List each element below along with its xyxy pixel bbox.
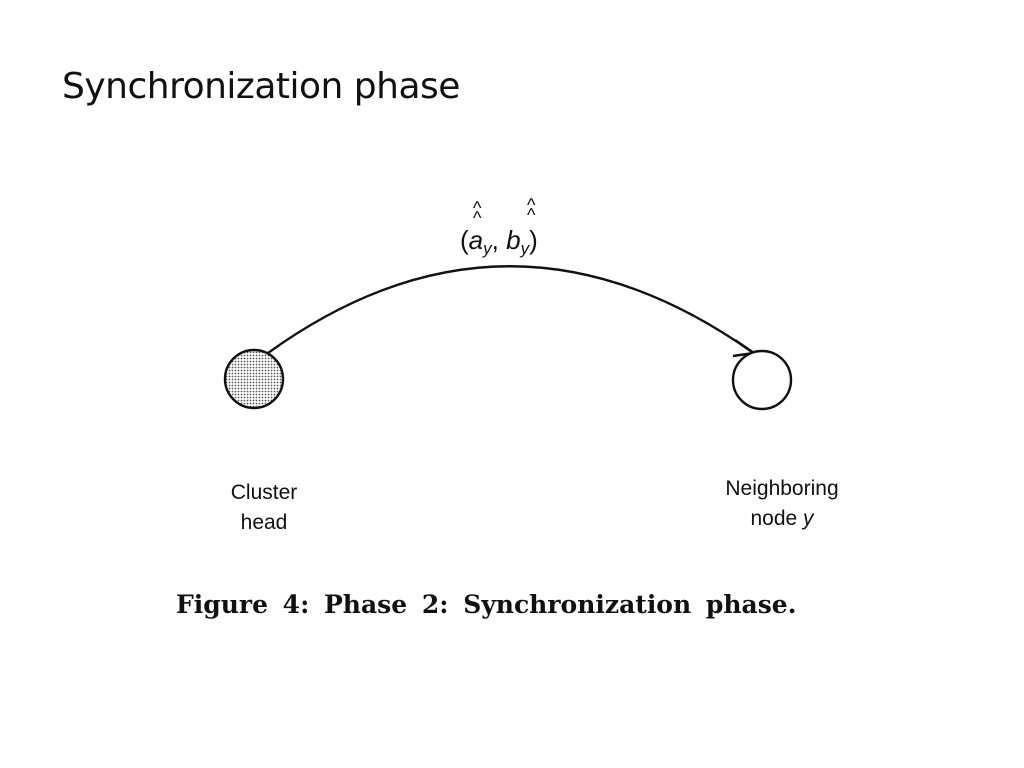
cluster-head-label-line2: head <box>241 511 288 534</box>
edge-label-close: ) <box>529 225 538 255</box>
edge-label-open: ( <box>460 225 469 255</box>
sync-edge-arc <box>267 265 753 354</box>
edge-label-hat-b-bottom: ^ <box>527 205 536 225</box>
edge-label-b-sub: y <box>520 239 531 258</box>
figure-caption: Figure 4: Phase 2: Synchronization phase… <box>176 590 797 619</box>
edge-label-a: a <box>469 225 483 255</box>
neighboring-node-label-prefix: node <box>750 507 803 530</box>
edge-label-hat-a-top: ^ <box>473 198 482 218</box>
neighboring-node-label-line1: Neighboring <box>725 477 838 500</box>
edge-label: ^ ^ ^ ^ (ay, by) <box>460 195 538 258</box>
edge-label-hat-a-bottom: ^ <box>473 208 482 228</box>
cluster-head-node <box>223 348 285 410</box>
neighboring-node-label-line2: node y <box>750 507 815 530</box>
neighboring-node <box>731 349 793 411</box>
edge-label-b: b <box>506 225 520 255</box>
edge-label-hat-b-top: ^ <box>527 195 536 215</box>
neighboring-node-label-var: y <box>801 507 815 530</box>
edge-label-sep: , <box>492 225 506 255</box>
slide-title: Synchronization phase <box>62 66 460 107</box>
edge-label-a-sub: y <box>482 239 493 258</box>
edge-label-text: (ay, by) <box>460 225 538 258</box>
cluster-head-label-line1: Cluster <box>231 481 298 504</box>
